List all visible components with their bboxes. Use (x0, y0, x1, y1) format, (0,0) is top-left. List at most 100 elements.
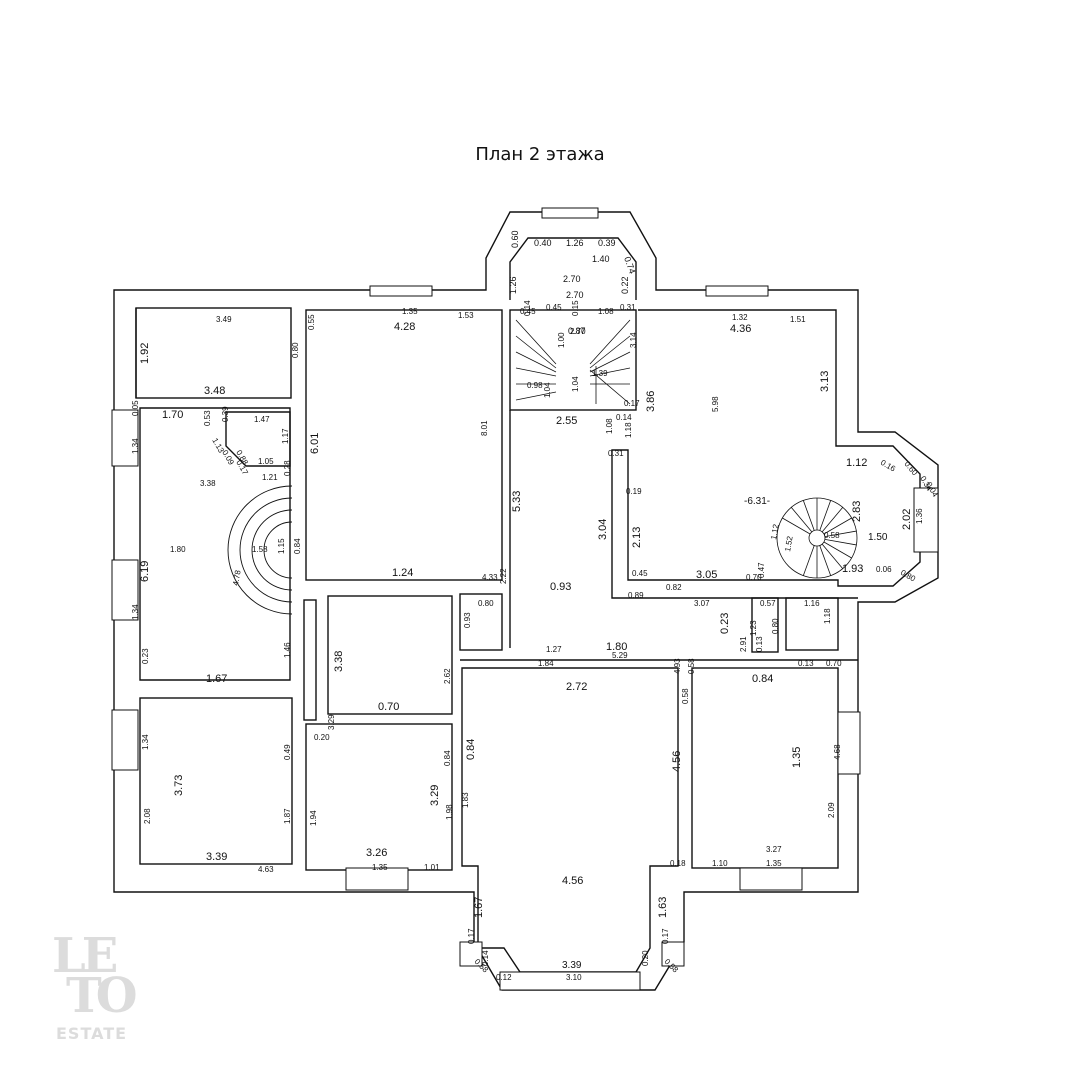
dimension-label: 0.53 (203, 410, 212, 426)
dimension-label: 1.34 (131, 438, 140, 454)
dimension-label: 1.18 (624, 422, 633, 438)
window (345, 867, 409, 891)
dimension-label: 1.27 (546, 645, 562, 654)
spiral-step (802, 500, 815, 531)
dimension-label: 3.13 (819, 371, 831, 392)
room-top-left (135, 307, 292, 399)
dimension-label: 1.52 (783, 535, 795, 552)
window (111, 709, 139, 771)
dimension-label: 0.18 (670, 859, 686, 868)
room-bottom-left (139, 697, 293, 865)
dimension-label: 1.12 (846, 457, 867, 469)
dimension-label: 0.12 (496, 973, 512, 982)
dimension-label: 1.12 (769, 523, 781, 540)
dimension-label: 0.39 (598, 238, 616, 248)
dimension-label: 4.93 (673, 658, 682, 674)
dimension-label: 1.46 (283, 642, 292, 658)
dimension-label: 0.49 (283, 744, 292, 760)
dimension-label: 0.45 (632, 569, 648, 578)
spiral-step (821, 543, 844, 569)
dimension-label: 1.50 (868, 532, 888, 543)
window (369, 285, 433, 297)
dimension-label: 3.38 (200, 479, 216, 488)
closet-right-a (751, 597, 779, 653)
dimension-label: 0.84 (443, 750, 452, 766)
dimension-label: 2.13 (631, 527, 643, 548)
dimension-label: 0.14 (481, 950, 490, 966)
dimension-label: 0.80 (771, 618, 780, 634)
dimension-label: 1.47 (254, 415, 270, 424)
dimension-label: 0.17 (661, 928, 670, 944)
dimension-label: 1.67 (206, 673, 227, 685)
dimension-label: 0.47 (757, 562, 766, 578)
dimension-label: 1.18 (823, 608, 832, 624)
staircase (509, 309, 637, 411)
dimension-label: 0.55 (307, 314, 316, 330)
dimension-label: 1.92 (139, 343, 151, 364)
dimension-label: 0.93 (463, 612, 472, 628)
dimension-label: 0.84 (752, 673, 773, 685)
dimension-label: 1.93 (842, 563, 863, 575)
dimension-label: 0.80 (899, 568, 917, 584)
dimension-label: 1.08 (598, 307, 614, 316)
dimension-label: 1.80 (170, 545, 186, 554)
window (837, 711, 861, 775)
dimension-label: 0.31 (608, 449, 624, 458)
dimension-label: 2.09 (827, 802, 836, 818)
dimension-label: 2.55 (556, 415, 577, 427)
dimension-label: 0.17 (624, 399, 640, 408)
dimension-label: 1.87 (283, 808, 292, 824)
arc-stair (227, 485, 293, 615)
dimension-label: 0.93 (550, 581, 571, 593)
dimension-label: 0.20 (314, 733, 330, 742)
dimension-label: 0.31 (620, 303, 636, 312)
dimension-label: 3.29 (429, 785, 441, 806)
dimension-label: 2.02 (901, 509, 913, 530)
dimension-label: 0.45 (546, 303, 562, 312)
window (661, 941, 685, 967)
dimension-label: 1.83 (461, 792, 470, 808)
dimension-label: 1.05 (258, 457, 274, 466)
dimension-label: 1.34 (141, 734, 150, 750)
dimension-label: 1.35 (766, 859, 782, 868)
dimension-label: 1.98 (445, 804, 454, 820)
dimension-label: 0.87 (568, 326, 586, 336)
wardrobe (303, 599, 317, 721)
dimension-label: 3.39 (562, 960, 582, 971)
dimension-label: 1.35 (791, 747, 803, 768)
watermark-word: ESTATE (56, 1024, 128, 1043)
dimension-label: 3.86 (645, 391, 657, 412)
dimension-label: 0.39 (221, 406, 230, 422)
dimension-label: 0.98 (527, 381, 543, 390)
dimension-label: 5.33 (511, 491, 523, 512)
dimension-label: 1.67 (473, 897, 485, 918)
window (913, 487, 939, 553)
dimension-label: 1.35 (372, 863, 388, 872)
spiral-center-label: -6.31- (744, 496, 770, 507)
dimension-label: 2.91 (739, 636, 748, 652)
dimension-label: 0.82 (666, 583, 682, 592)
spiral-step (819, 500, 832, 531)
room-left-big (139, 407, 291, 681)
dimension-label: 0.74 (622, 255, 637, 275)
dimension-label: 1.24 (392, 567, 413, 579)
dimension-label: 4.63 (258, 865, 274, 874)
dimension-label: 0.58 (681, 688, 690, 704)
spiral-step (823, 517, 852, 535)
spiral-step (790, 507, 813, 533)
dimension-label: 0.70 (826, 659, 842, 668)
plan-title: План 2 этажа (475, 144, 605, 165)
dimension-label: 4.56 (562, 875, 583, 887)
dimension-label: 3.26 (366, 847, 387, 859)
dimension-label: 0.89 (628, 591, 644, 600)
spiral-step (819, 545, 832, 576)
watermark-mid: TO (66, 968, 137, 1024)
dimension-label: 3.27 (766, 845, 782, 854)
dimension-label: 0.84 (293, 538, 302, 554)
dimension-label: 0.22 (620, 276, 630, 294)
dimension-label: 1.17 (281, 428, 290, 444)
windows (111, 207, 939, 991)
dimension-label: 0.40 (534, 238, 552, 248)
dimension-label: 0.19 (626, 487, 642, 496)
